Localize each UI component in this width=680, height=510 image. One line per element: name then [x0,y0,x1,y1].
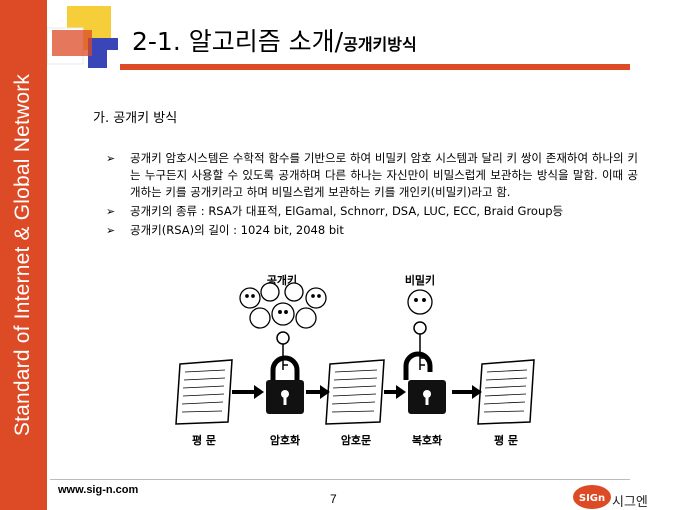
logo-text: 시그엔 [612,495,648,510]
sidebar-title: Standard of Internet & Global Network [11,73,34,437]
label-plaintext-result: 평 문 [494,433,518,447]
footer-url[interactable]: www.sig-n.com [58,484,139,496]
decrypted-document-icon [477,359,535,425]
page-number: 7 [330,492,337,506]
bullet-item: ➢ 공개키의 종류 : RSA가 대표적, ElGamal, Schnorr, … [106,203,638,220]
lock-closed-icon [266,355,304,414]
label-plaintext: 평 문 [192,433,216,447]
label-decryption: 복호화 [412,433,442,447]
plaintext-document-icon [175,359,233,425]
encryption-diagram: 공개키 비밀키 [175,273,535,447]
flow-arrows [232,385,482,399]
private-key-icon [413,321,427,370]
title-sub-text: 공개키방식 [343,35,417,54]
label-encryption: 암호화 [270,433,300,447]
bullet-text: 공개키 암호시스템은 수학적 함수를 기반으로 하여 비밀키 암호 시스템과 달… [130,151,638,199]
ciphertext-document-icon [325,359,385,425]
footer-divider [50,479,630,480]
section-heading: 가. 공개키 방식 [93,111,178,126]
lock-open-icon [403,351,446,414]
bullet-arrow-icon: ➢ [106,205,116,218]
bullet-arrow-icon: ➢ [106,152,116,165]
private-key-label: 비밀키 [405,273,435,287]
bullet-arrow-icon: ➢ [106,224,116,237]
sidebar: Standard of Internet & Global Network [0,0,47,510]
title-underline [120,64,630,70]
sign-logo-icon: SIGn [573,485,611,509]
people-group-icon [239,282,327,329]
bullet-item: ➢ 공개키 암호시스템은 수학적 함수를 기반으로 하여 비밀키 암호 시스템과… [106,150,638,201]
decorative-squares [47,6,129,68]
label-ciphertext: 암호문 [341,433,371,447]
person-icon [407,289,433,315]
bullet-text: 공개키의 종류 : RSA가 대표적, ElGamal, Schnorr, DS… [130,204,564,218]
page-title: 2-1. 알고리즘 소개/공개키방식 [132,22,417,58]
bullet-text: 공개키(RSA)의 길이 : 1024 bit, 2048 bit [130,223,344,237]
logo-mark: SIGn [579,493,605,504]
public-key-icon [276,331,290,370]
bullet-list: ➢ 공개키 암호시스템은 수학적 함수를 기반으로 하여 비밀키 암호 시스템과… [106,150,638,241]
bullet-item: ➢ 공개키(RSA)의 길이 : 1024 bit, 2048 bit [106,222,638,239]
title-main-text: 2-1. 알고리즘 소개/ [132,27,344,56]
